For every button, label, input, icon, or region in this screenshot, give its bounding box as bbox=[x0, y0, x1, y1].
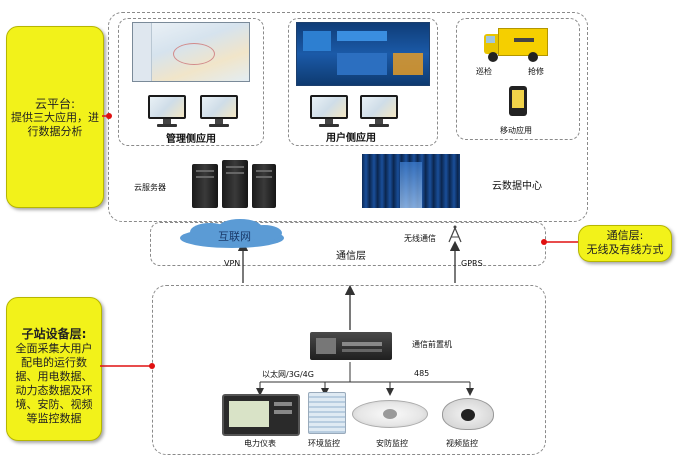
security-detector-icon bbox=[352, 400, 428, 428]
ethernet-label: 以太网/3G/4G bbox=[262, 370, 314, 379]
comm-connector-dot bbox=[541, 239, 547, 245]
power-meter-label: 电力仪表 bbox=[244, 439, 276, 448]
mobile-tablet-icon bbox=[509, 86, 527, 116]
inspect-label: 巡检 bbox=[476, 67, 492, 76]
user-monitor-left bbox=[310, 95, 348, 127]
cloud-connector-dot bbox=[106, 113, 112, 119]
mgmt-app-label: 管理侧应用 bbox=[166, 134, 216, 145]
substation-callout: 子站设备层: 全面采集大用户配电的运行数据、用电数据、动力态数据及环境、安防、视… bbox=[6, 297, 102, 441]
vpn-label: VPN bbox=[224, 259, 241, 268]
internet-cloud-icon bbox=[180, 219, 284, 248]
repair-truck-icon bbox=[484, 26, 548, 62]
internet-label: 互联网 bbox=[218, 230, 251, 243]
cloud-datacenter-label: 云数据中心 bbox=[492, 181, 542, 192]
server-tower-2 bbox=[222, 160, 248, 208]
antenna-icon bbox=[448, 225, 462, 243]
gprs-label: GPRS bbox=[461, 259, 483, 268]
user-monitor-right bbox=[360, 95, 398, 127]
datacenter-photo bbox=[362, 154, 460, 208]
env-monitor-label: 环境监控 bbox=[308, 439, 340, 448]
substation-connector-dot bbox=[149, 363, 155, 369]
comm-layer-callout: 通信层: 无线及有线方式 bbox=[578, 225, 672, 262]
rs485-label: 485 bbox=[414, 369, 430, 378]
substation-desc: 全面采集大用户配电的运行数据、用电数据、动力态数据及环境、安防、视频等监控数据 bbox=[15, 342, 93, 425]
video-camera-icon bbox=[442, 398, 494, 430]
mgmt-monitor-right bbox=[200, 95, 238, 127]
video-monitor-label: 视频监控 bbox=[446, 439, 478, 448]
comm-layer-desc: 无线及有线方式 bbox=[586, 243, 664, 256]
substation-title: 子站设备层: bbox=[21, 327, 87, 341]
env-monitor-icon bbox=[308, 392, 346, 434]
comm-layer-title: 通信层: bbox=[606, 229, 644, 242]
comm-layer-label: 通信层 bbox=[336, 251, 366, 262]
cloud-platform-callout: 云平台: 提供三大应用，进行数据分析 bbox=[6, 26, 104, 208]
repair-label: 抢修 bbox=[528, 67, 544, 76]
cloud-platform-title: 云平台: bbox=[34, 97, 76, 111]
security-monitor-label: 安防监控 bbox=[376, 439, 408, 448]
cloud-server-label: 云服务器 bbox=[134, 183, 166, 192]
mgmt-map-screenshot bbox=[132, 22, 250, 82]
comm-frontend-device bbox=[310, 332, 392, 360]
wireless-label: 无线通信 bbox=[404, 234, 436, 243]
frontend-label: 通信前置机 bbox=[412, 340, 452, 349]
mobile-app-label: 移动应用 bbox=[500, 126, 532, 135]
server-tower-3 bbox=[252, 164, 276, 208]
server-tower-1 bbox=[192, 164, 218, 208]
user-app-label: 用户侧应用 bbox=[326, 133, 376, 144]
cloud-platform-desc: 提供三大应用，进行数据分析 bbox=[11, 111, 99, 138]
mgmt-monitor-left bbox=[148, 95, 186, 127]
power-meter-icon bbox=[222, 394, 300, 436]
user-dashboard-screenshot bbox=[296, 22, 430, 86]
